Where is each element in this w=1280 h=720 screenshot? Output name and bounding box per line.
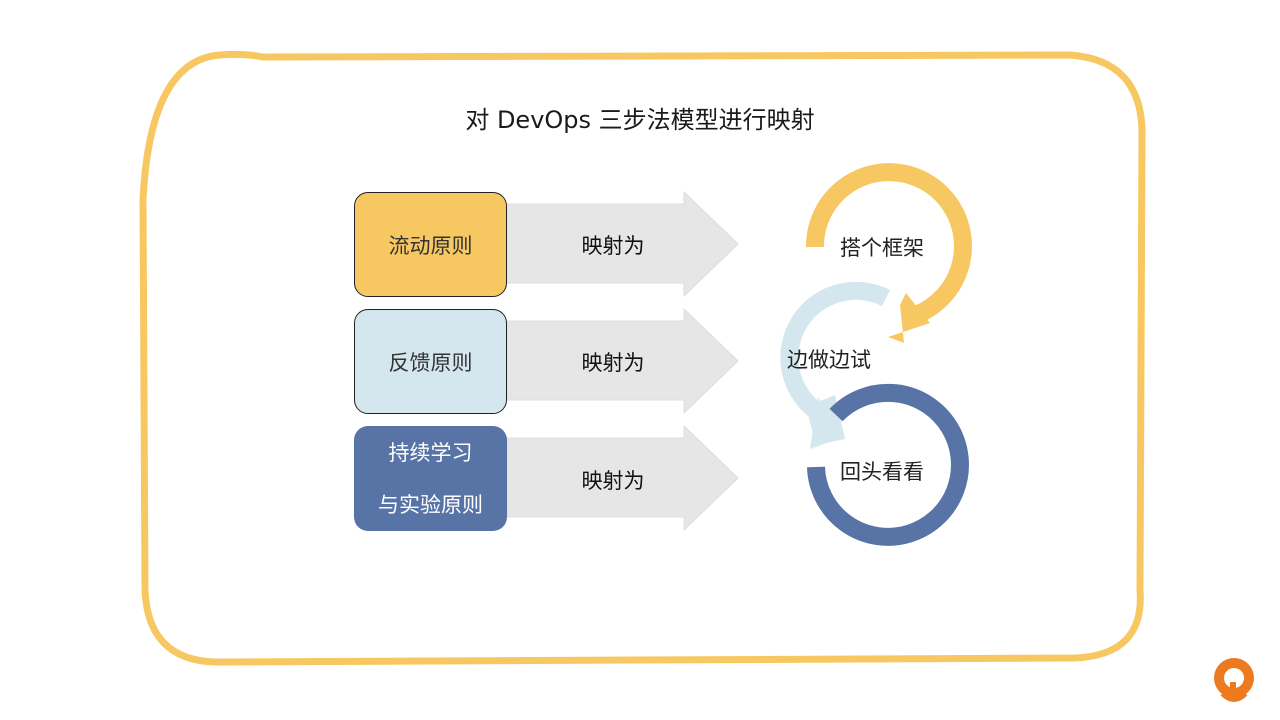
mapping-arrow-2 [506, 308, 739, 414]
brand-logo-icon [1214, 658, 1254, 702]
principle-feedback-label: 反馈原则 [388, 350, 473, 375]
principle-flow: 流动原则 [354, 192, 507, 297]
arrow-label-3: 映射为 [581, 469, 645, 493]
mapping-arrow-3 [506, 425, 739, 531]
mapping-arrow-1 [506, 191, 739, 297]
cycle-diagram [780, 163, 972, 546]
cycle-label-review: 回头看看 [840, 460, 924, 484]
cycle-label-try: 边做边试 [787, 348, 871, 372]
cycle-ring-frame [805, 163, 972, 343]
cycle-label-frame: 搭个框架 [840, 236, 924, 260]
principle-learning-label-line1: 持续学习 [388, 440, 473, 465]
principle-flow-label: 流动原则 [388, 233, 473, 258]
cycle-ring-try [780, 281, 891, 449]
principle-learning: 持续学习 与实验原则 [354, 426, 507, 531]
arrow-label-1: 映射为 [581, 234, 645, 258]
principle-learning-label-line2: 与实验原则 [378, 492, 483, 517]
arrow-label-2: 映射为 [581, 351, 645, 375]
page-title: 对 DevOps 三步法模型进行映射 [465, 106, 815, 134]
cycle-ring-review [807, 383, 969, 546]
principle-feedback: 反馈原则 [354, 309, 507, 414]
